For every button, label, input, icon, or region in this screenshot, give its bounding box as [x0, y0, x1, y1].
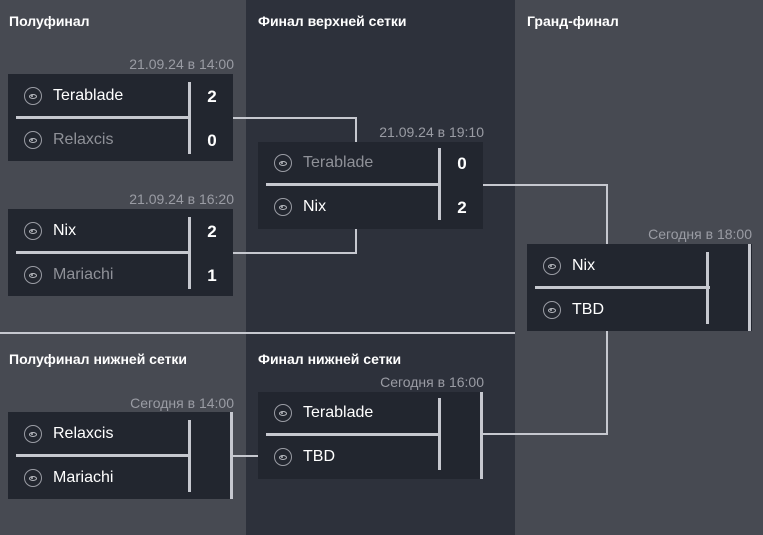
match-card-semi2[interactable]: Nix Mariachi 2 1	[8, 209, 233, 296]
team-logo-icon	[274, 448, 292, 466]
match-date: 21.09.24 в 16:20	[129, 191, 234, 207]
bracket-divider	[0, 332, 515, 334]
team-score: 2	[207, 87, 217, 106]
score-separator	[188, 420, 191, 492]
team-logo-icon	[274, 198, 292, 216]
team-separator	[16, 251, 191, 254]
bracket-connector	[233, 252, 357, 254]
team-logo-icon	[543, 257, 561, 275]
team-score: 2	[207, 222, 217, 241]
bracket-connector	[483, 433, 608, 435]
team-name: Nix	[53, 222, 77, 239]
bracket-connector	[606, 184, 608, 244]
match-card-grand-final[interactable]: Nix TBD	[527, 244, 752, 331]
team-logo-icon	[543, 301, 561, 319]
team-logo-icon	[24, 222, 42, 240]
team-separator	[16, 454, 191, 457]
score-separator	[438, 398, 441, 470]
team-name: TBD	[303, 448, 335, 465]
team-name: Nix	[303, 198, 327, 215]
column-title-grand-final: Гранд-финал	[527, 13, 619, 29]
team-name: Mariachi	[53, 469, 114, 486]
team-separator	[266, 433, 441, 436]
team-separator	[16, 116, 191, 119]
team-score: 1	[207, 266, 217, 285]
match-card-lower-final[interactable]: Terablade TBD	[258, 392, 483, 479]
match-date: Сегодня в 14:00	[130, 395, 234, 411]
column-title-upper-final: Финал верхней сетки	[258, 13, 407, 29]
score-separator	[706, 252, 709, 324]
team-score: 2	[457, 198, 467, 217]
score-separator	[188, 217, 191, 289]
bracket-connector	[233, 455, 258, 457]
bracket-connector	[355, 229, 357, 254]
bracket-connector	[355, 117, 357, 142]
card-edge	[480, 392, 483, 479]
team-separator	[266, 183, 441, 186]
team-logo-icon	[24, 87, 42, 105]
team-separator	[535, 286, 710, 289]
card-edge	[748, 244, 751, 331]
team-name: Nix	[572, 257, 596, 274]
team-logo-icon	[274, 154, 292, 172]
bracket-connector	[233, 117, 357, 119]
team-name: Relaxcis	[53, 425, 114, 442]
team-score: 0	[207, 131, 217, 150]
match-date: Сегодня в 16:00	[380, 374, 484, 390]
score-separator	[438, 148, 441, 220]
team-name: Terablade	[303, 404, 374, 421]
team-name: TBD	[572, 301, 604, 318]
column-title-semifinal: Полуфинал	[9, 13, 90, 29]
column-title-lower-semifinal: Полуфинал нижней сетки	[9, 351, 188, 367]
team-logo-icon	[24, 469, 42, 487]
match-card-lower-semi[interactable]: Relaxcis Mariachi	[8, 412, 233, 499]
match-date: 21.09.24 в 19:10	[379, 124, 484, 140]
score-separator	[188, 82, 191, 154]
match-card-upper-final[interactable]: Terablade Nix 0 2	[258, 142, 483, 229]
team-name: Mariachi	[53, 266, 114, 283]
team-name: Terablade	[53, 87, 124, 104]
column-title-lower-final: Финал нижней сетки	[258, 351, 402, 367]
bracket-connector	[606, 331, 608, 435]
card-edge	[230, 412, 233, 499]
team-logo-icon	[24, 425, 42, 443]
team-name: Relaxcis	[53, 131, 114, 148]
team-logo-icon	[274, 404, 292, 422]
team-score: 0	[457, 154, 467, 173]
bracket-connector	[483, 184, 608, 186]
team-logo-icon	[24, 131, 42, 149]
team-logo-icon	[24, 266, 42, 284]
team-name: Terablade	[303, 154, 374, 171]
match-card-semi1[interactable]: Terablade Relaxcis 2 0	[8, 74, 233, 161]
match-date: Сегодня в 18:00	[648, 226, 752, 242]
match-date: 21.09.24 в 14:00	[129, 56, 234, 72]
